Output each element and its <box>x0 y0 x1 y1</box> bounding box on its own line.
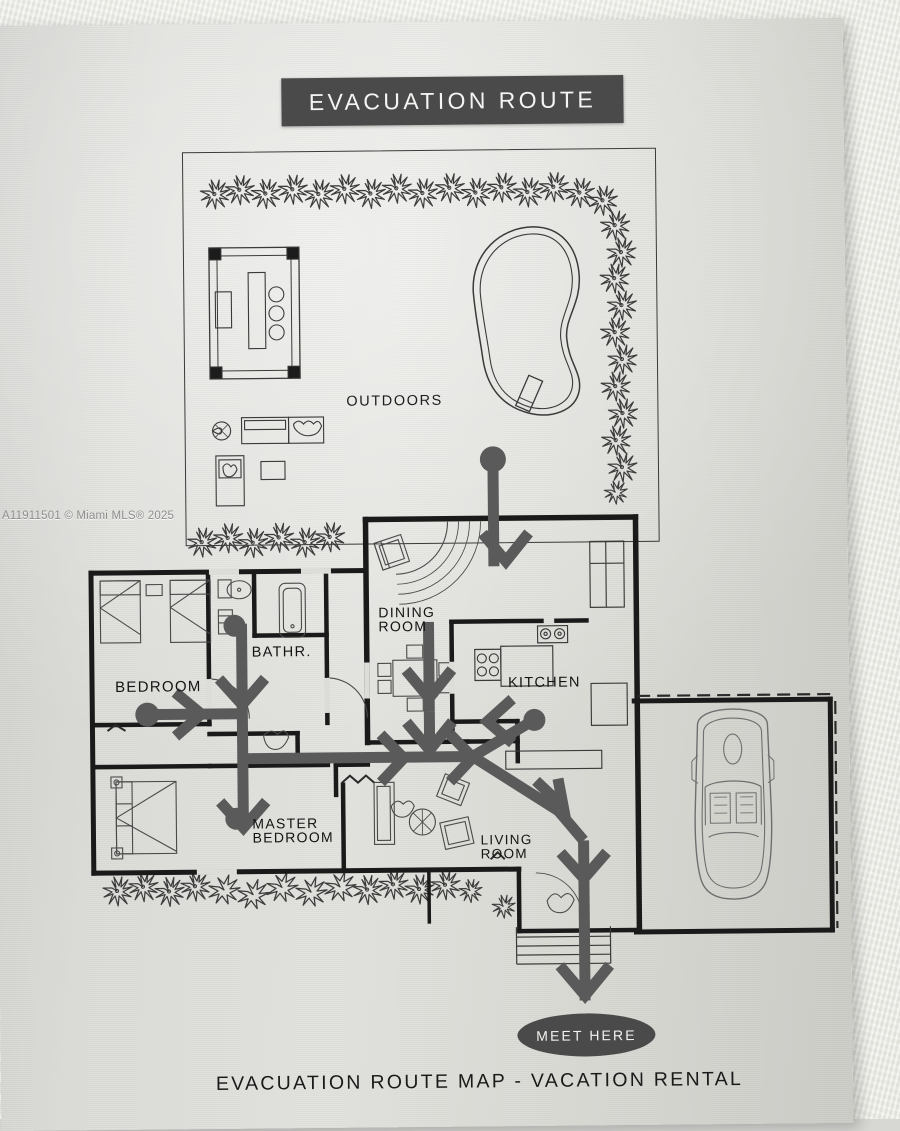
dining-room-label: DINING ROOM <box>378 605 435 634</box>
garage-car <box>691 709 775 900</box>
route-dot-bedroom <box>135 703 159 727</box>
garage-door-dashed <box>637 694 837 930</box>
printed-evacuation-map-sheet: EVACUATION ROUTE OUTDOORS <box>0 18 853 1131</box>
living-room-label: LIVING ROOM <box>480 833 532 861</box>
bedroom-furniture <box>100 580 211 643</box>
master-bedroom-label: MASTER BEDROOM <box>252 816 334 845</box>
pergola-structure <box>209 247 300 379</box>
outdoor-furniture <box>212 417 324 506</box>
hedge-south <box>103 869 515 922</box>
kitchen-label: KITCHEN <box>508 675 581 690</box>
route-dot-bathroom <box>223 615 245 637</box>
hedge-north <box>200 172 617 219</box>
hedge-east <box>600 211 639 504</box>
hedge-west-lower <box>188 523 345 559</box>
door-swings <box>208 521 483 750</box>
route-origin-dots <box>133 446 547 831</box>
bedroom-label: BEDROOM <box>115 679 202 695</box>
bathroom-label: BATHR. <box>252 645 312 660</box>
master-bedroom-furniture <box>111 776 177 859</box>
mls-watermark: A11911501 © Miami MLS® 2025 <box>2 510 174 522</box>
route-dot-outdoors <box>480 446 506 472</box>
route-dot-master-bedroom <box>225 808 247 830</box>
route-dot-kitchen <box>523 709 545 731</box>
floor-plan-linework <box>0 18 853 1131</box>
meet-here-label: MEET HERE <box>536 1026 636 1043</box>
swimming-pool <box>473 226 581 415</box>
